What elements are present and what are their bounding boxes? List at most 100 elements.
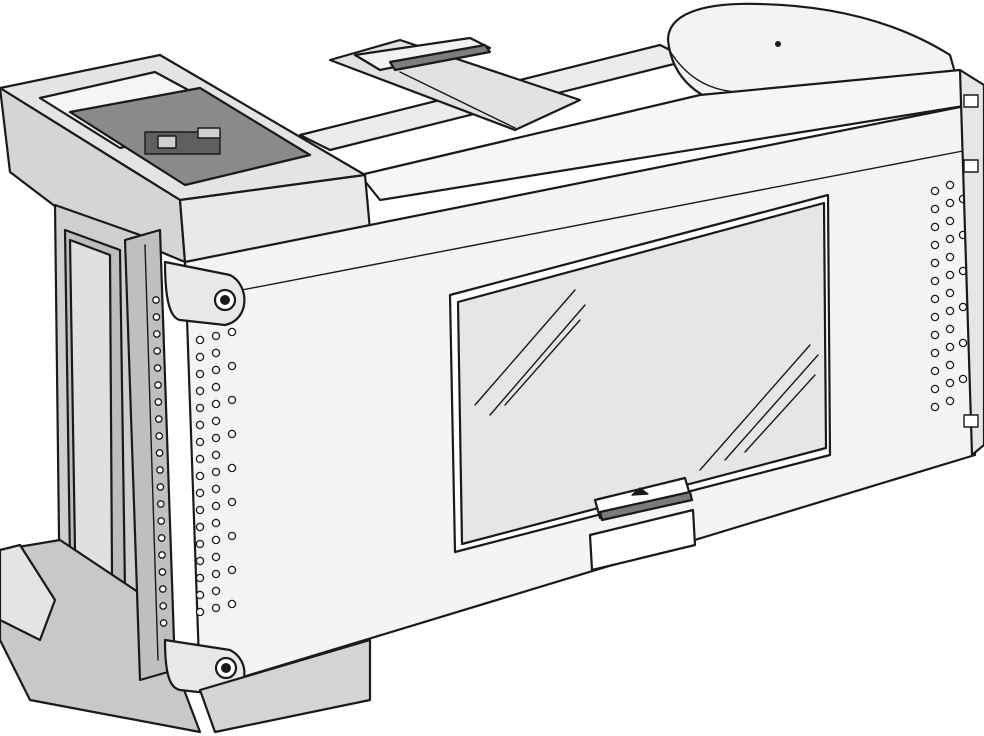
vent-hole [930,402,940,412]
vent-hole [195,607,205,617]
vent-hole [153,347,162,355]
vent-hole [152,330,161,338]
vent-hole [945,342,955,352]
vent-hole [227,565,237,575]
vent-hole [158,568,167,576]
vent-hole [958,302,968,312]
vent-hole [158,585,167,593]
side-vent-holes [152,296,168,627]
vent-hole [227,463,237,473]
vent-hole [930,240,940,250]
vent-hole [195,471,205,481]
vent-hole [930,222,940,232]
vent-hole [945,252,955,262]
window-latch [588,476,697,572]
vent-hole [945,378,955,388]
vent-hole [154,398,163,406]
vent-hole [945,306,955,316]
vent-hole [945,360,955,370]
vent-hole [159,619,168,627]
vent-hole [195,454,205,464]
viewing-window [448,193,832,554]
vent-hole [158,551,166,559]
base-plinth [198,638,372,734]
vent-hole [945,234,955,244]
vent-hole [211,603,221,613]
vent-hole [154,381,162,389]
mounting-ear-top [163,260,246,327]
vent-hole [211,365,221,375]
vent-hole [211,586,221,596]
vent-hole [211,382,221,392]
vent-hole [152,296,160,304]
vent-hole [211,552,221,562]
vent-hole [945,396,955,406]
vent-hole [930,384,940,394]
vent-hole [154,415,163,423]
vent-hole [195,437,205,447]
left-side-plate [0,203,202,734]
vent-hole [211,450,221,460]
vent-hole [211,433,221,443]
top-rail-assembly [298,36,692,152]
vent-hole [156,500,165,508]
vent-hole [227,361,237,371]
vent-hole [195,590,205,600]
vent-hole [945,270,955,280]
vent-hole [945,324,955,334]
vent-hole [211,348,221,358]
vent-hole [211,535,221,545]
vent-hole [152,313,161,321]
vent-hole [195,505,205,515]
vent-hole [227,599,237,609]
vent-hole [930,312,940,322]
vent-hole [958,338,968,348]
vent-hole [195,556,205,566]
vent-hole [211,416,221,426]
vent-hole [156,466,164,474]
vent-hole [195,522,205,532]
vent-hole [930,186,940,196]
vent-hole [195,352,205,362]
vent-hole [195,539,205,549]
vent-hole [930,294,940,304]
vent-hole [945,180,955,190]
vent-hole [930,330,940,340]
vent-hole [211,569,221,579]
mounting-ear-bottom [163,638,246,697]
left-terminal-cap [0,53,372,264]
vent-hole [227,531,237,541]
vent-hole [195,403,205,413]
vent-hole [930,258,940,268]
vent-hole [156,483,165,491]
vent-hole [211,331,221,341]
vent-hole [157,534,166,542]
vent-hole [930,366,940,376]
vent-hole [195,420,205,430]
vent-hole [195,335,205,345]
vent-hole [958,374,968,384]
vent-hole [227,497,237,507]
vent-hole [211,399,221,409]
vent-hole [211,501,221,511]
vent-hole [195,386,205,396]
vent-hole [155,432,164,440]
vent-hole [159,602,168,610]
vent-hole [930,276,940,286]
vent-hole [211,467,221,477]
vent-hole [945,288,955,298]
vent-hole [930,204,940,214]
vent-hole [157,517,166,525]
vent-hole [945,216,955,226]
vent-hole [195,573,205,583]
vent-hole [930,348,940,358]
vent-hole [227,327,237,337]
dome-pin-icon [775,41,781,47]
vent-hole [945,198,955,208]
right-edge-clips [958,68,984,457]
vent-hole [195,369,205,379]
vent-hole [211,484,221,494]
vent-hole [227,429,237,439]
vent-hole [153,364,162,372]
